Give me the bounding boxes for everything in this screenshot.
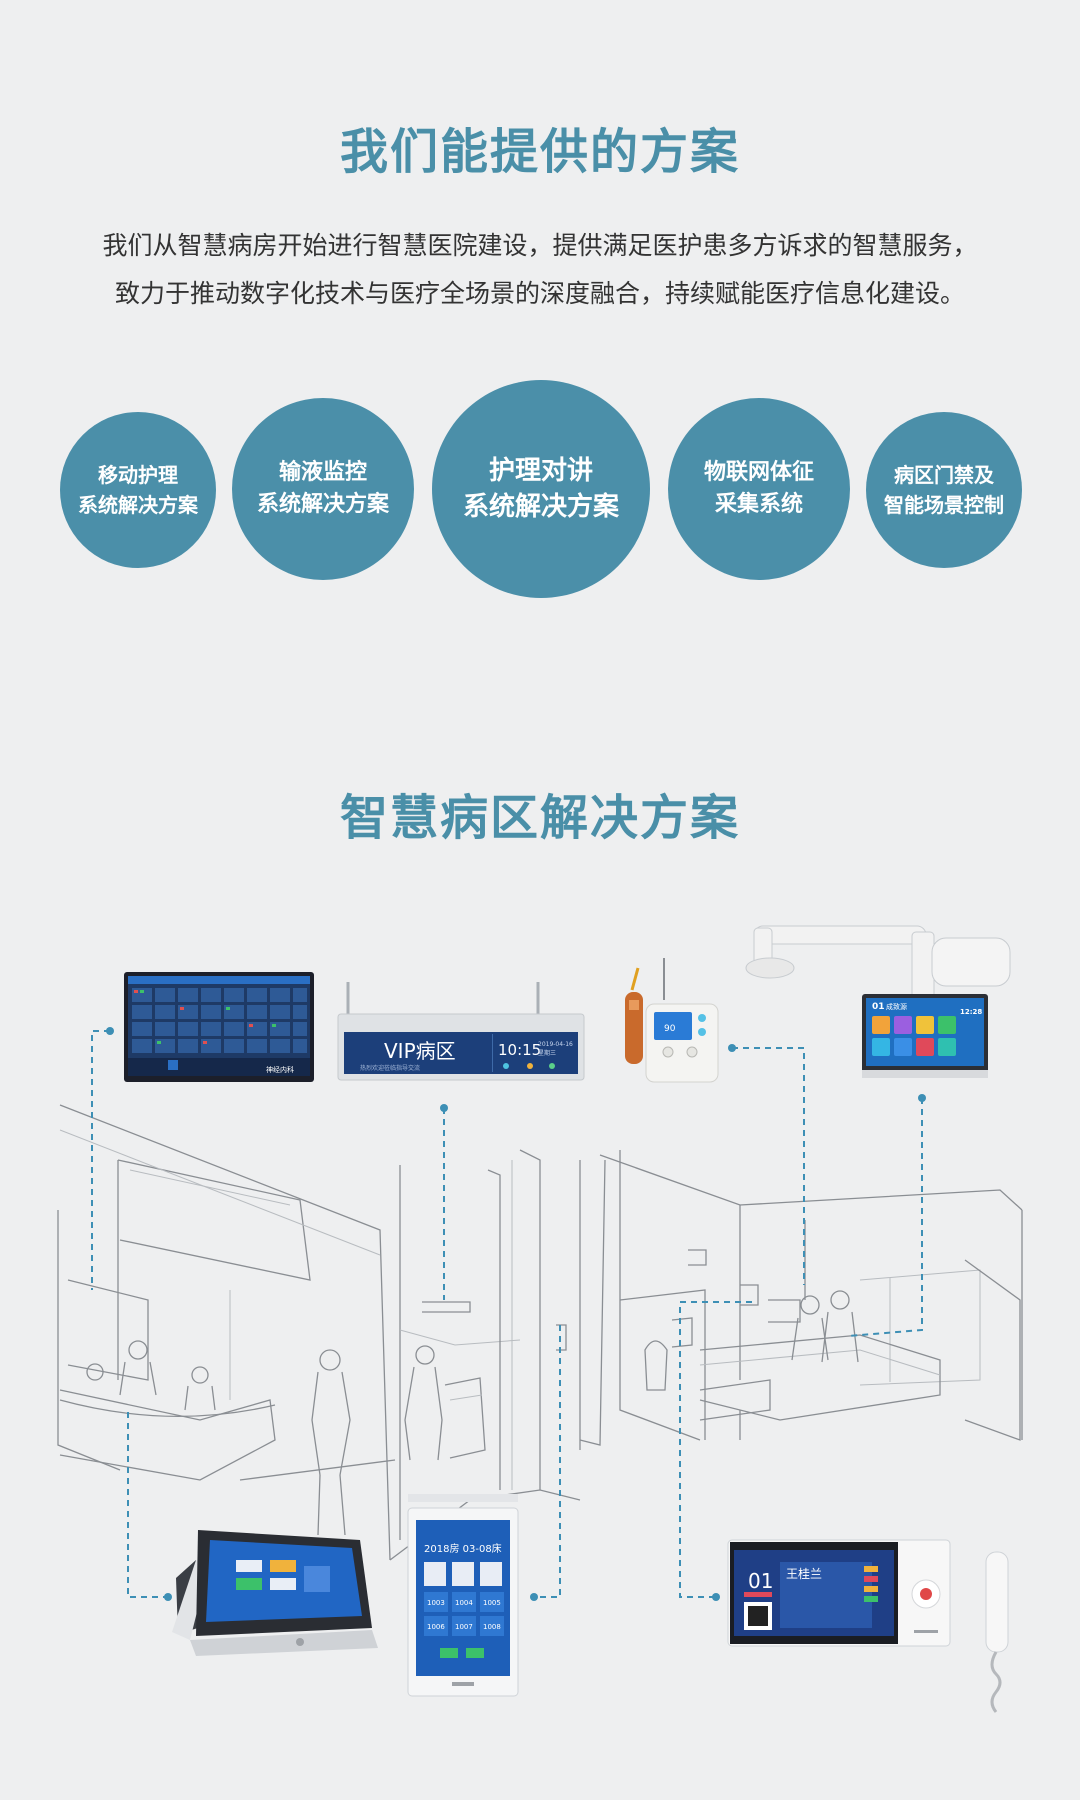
terminal-time: 12:28 [960,1008,982,1016]
bed-number: 1008 [483,1623,501,1631]
solution-infusion-monitoring[interactable]: 输液监控 系统解决方案 [232,398,414,580]
corridor-ward-label: VIP病区 [384,1039,456,1063]
solution-iot-vitals[interactable]: 物联网体征 采集系统 [668,398,850,580]
section-title-solutions: 我们能提供的方案 [339,124,740,180]
bed-number: 1006 [427,1623,445,1631]
nurse-station-footer: 神经内科 [266,1065,294,1074]
nurse-station-screen: 神经内科 [124,972,314,1082]
intro-text: 我们从智慧病房开始进行智慧医院建设，提供满足医护患多方诉求的智慧服务， 致力于推… [40,222,1040,318]
bed-number: 1005 [483,1599,501,1607]
solution-label-1: 护理对讲 [488,456,593,486]
bedhead-bed-no: 01 [748,1569,773,1593]
solution-label-2: 智能场景控制 [884,493,1004,517]
solution-label-1: 物联网体征 [703,460,814,485]
corridor-display: VIP病区 10:15 2019-04-16 星期三 热烈欢迎莅临指导交流 [337,982,585,1081]
intro-line-1: 我们从智慧病房开始进行智慧医院建设，提供满足医护患多方诉求的智慧服务， [102,231,978,260]
solution-label-1: 输液监控 [278,460,367,485]
solution-label-2: 采集系统 [714,492,803,517]
door-room-label: 2018房 03-08床 [424,1542,502,1555]
bedside-terminal: 01 成致源 12:28 [745,925,1011,1078]
solution-label-2: 系统解决方案 [78,493,198,517]
solution-access-control[interactable]: 病区门禁及 智能场景控制 [866,412,1022,568]
door-display: 2018房 03-08床 1003 1004 1005 1006 1007 10… [407,1494,519,1697]
terminal-bed-no: 01 [872,1002,885,1012]
intro-line-2: 致力于推动数字化技术与医疗全场景的深度融合，持续赋能医疗信息化建设。 [114,279,965,308]
bed-cards [424,1562,504,1636]
bed-number: 1003 [427,1599,445,1607]
infusion-monitor: 90 [625,958,719,1083]
solution-label-1: 病区门禁及 [894,463,994,487]
solution-label-1: 移动护理 [98,463,178,487]
infusion-rate: 90 [664,1024,676,1034]
connector-lines [91,1027,926,1601]
section-title-smart-ward: 智慧病区解决方案 [339,790,740,846]
bed-number: 1004 [455,1599,473,1607]
solution-label-2: 系统解决方案 [462,492,619,522]
terminal-patient-name: 成致源 [886,1002,907,1011]
bedhead-patient: 王桂兰 [786,1566,822,1581]
corridor-time: 10:15 [498,1041,541,1059]
solution-nurse-intercom[interactable]: 护理对讲 系统解决方案 [432,380,650,598]
corridor-marquee: 热烈欢迎莅临指导交流 [360,1064,420,1072]
solution-mobile-nursing[interactable]: 移动护理 系统解决方案 [60,412,216,568]
solution-label-2: 系统解决方案 [256,492,389,517]
hospital-sketch [57,1104,1023,1561]
nurse-intercom-host [172,1530,378,1656]
bed-number: 1007 [455,1623,473,1631]
bedhead-unit: 01 王桂兰 [727,1539,1009,1713]
corridor-weekday: 星期三 [538,1049,556,1057]
corridor-date: 2019-04-16 [538,1041,573,1048]
